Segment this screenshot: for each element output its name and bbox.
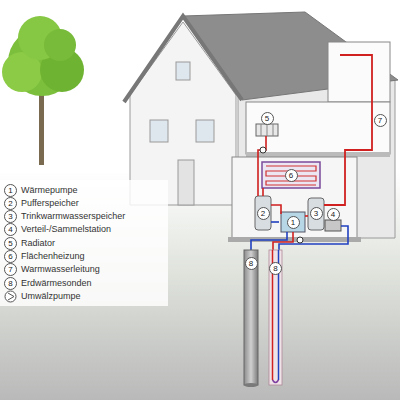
legend-text: Umwälzpumpe — [21, 291, 81, 302]
callout-number: 5 — [261, 112, 274, 125]
callout-number: 7 — [374, 114, 387, 127]
legend-text: Flächenheizung — [21, 251, 85, 262]
heating-system — [251, 55, 372, 250]
key-number: 3 — [4, 210, 17, 223]
callout-number: 2 — [257, 207, 270, 220]
legend-text: Verteil-/Sammelstation — [21, 224, 111, 235]
key-number: 8 — [4, 277, 17, 290]
key-number: 1 — [4, 184, 17, 197]
ground-probes — [244, 250, 282, 387]
legend-text: Wärmepumpe — [21, 185, 78, 196]
key-panel — [0, 180, 168, 306]
callout-number: 4 — [327, 208, 340, 221]
legend-text: Trinkwarmwasserspeicher — [21, 211, 125, 222]
legend-text: Erdwärmesonden — [21, 278, 92, 289]
key-number: 6 — [4, 250, 17, 263]
callout-number: 8 — [269, 262, 282, 275]
callout-number: 8 — [245, 257, 258, 270]
legend-text: Pufferspeicher — [21, 198, 79, 209]
callout-number: 6 — [285, 169, 298, 182]
key-number: 5 — [4, 237, 17, 250]
callout-number: 1 — [287, 216, 300, 229]
tree — [2, 16, 84, 165]
callout-number: 3 — [310, 207, 323, 220]
legend-text: Warmwasserleitung — [21, 264, 100, 275]
legend-text: Radiator — [21, 238, 55, 249]
key-number: 2 — [4, 197, 17, 210]
pump-symbol — [5, 291, 16, 302]
